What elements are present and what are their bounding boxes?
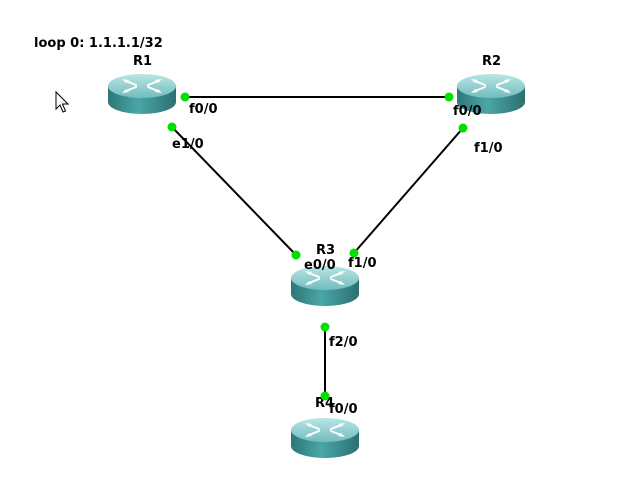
router-icon[interactable] — [290, 417, 360, 459]
router-icon[interactable] — [107, 73, 177, 115]
link-r2-r3[interactable] — [353, 127, 464, 254]
mouse-pointer-icon — [55, 90, 70, 113]
port-status-r4-f0-0 — [320, 391, 330, 401]
port-status-r2-f0-0 — [444, 92, 454, 102]
iface-label-r3-f2-0: f2/0 — [329, 335, 358, 350]
port-status-r3-e0-0 — [291, 250, 301, 260]
port-status-r1-e1-0 — [167, 122, 177, 132]
iface-label-r3-e0-0: e0/0 — [304, 258, 336, 273]
port-status-r3-f2-0 — [320, 322, 330, 332]
router-r2-label: R2 — [482, 54, 501, 69]
loopback-note[interactable]: loop 0: 1.1.1.1/32 — [34, 36, 163, 51]
router-r4[interactable]: R4 — [290, 396, 360, 459]
iface-label-r4-f0-0: f0/0 — [329, 402, 358, 417]
port-status-r3-f1-0 — [349, 248, 359, 258]
router-r4-label: R4 — [315, 396, 334, 411]
iface-label-r1-e1-0: e1/0 — [172, 137, 204, 152]
iface-label-r2-f1-0: f1/0 — [474, 141, 503, 156]
router-r3-label: R3 — [316, 243, 335, 258]
router-r1[interactable]: R1 — [107, 54, 177, 115]
port-status-r1-f0-0 — [180, 92, 190, 102]
port-status-r2-f1-0 — [458, 123, 468, 133]
router-r2[interactable]: R2 — [456, 54, 526, 115]
link-r1-r3[interactable] — [171, 126, 297, 256]
iface-label-r1-f0-0: f0/0 — [189, 102, 218, 117]
iface-label-r2-f0-0: f0/0 — [453, 104, 482, 119]
router-r3[interactable]: R3 — [290, 243, 360, 307]
router-r1-label: R1 — [133, 54, 152, 69]
iface-label-r3-f1-0: f1/0 — [348, 256, 377, 271]
